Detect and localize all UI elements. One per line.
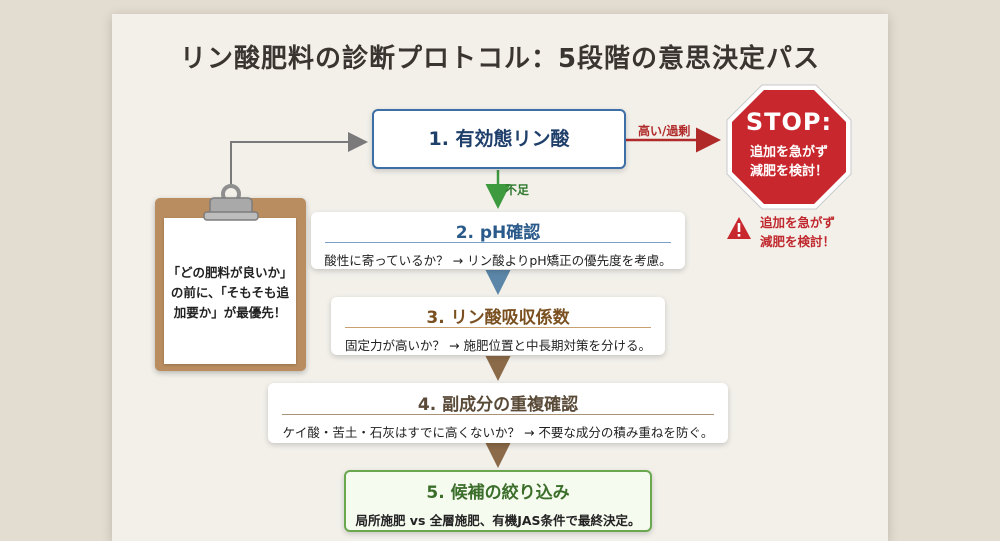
clipboard-paper (164, 218, 296, 364)
note-line-1: 「どの肥料が良いか」 (167, 265, 293, 280)
step-2-divider (325, 242, 671, 243)
note-line-2: の前に、「そもそも追 (170, 285, 290, 300)
step-4-description: ケイ酸・苦土・石灰はすでに高くないか？ → 不要な成分の積み重ねを防ぐ。 (282, 425, 714, 440)
stop-title: STOP: (745, 108, 833, 136)
page-title: リン酸肥料の診断プロトコル：5段階の意思決定パス (179, 44, 821, 74)
step-1-box: 1. 有効態リン酸 (372, 109, 626, 169)
branch-label-low: 不足 (505, 183, 530, 197)
step-5-description: 局所施肥 vs 全層施肥、有機JAS条件で最終決定。 (355, 513, 641, 528)
warning-line-1: 追加を急がず (760, 215, 836, 230)
step-5-title: 5. 候補の絞り込み (426, 483, 570, 503)
step-3-divider (345, 327, 651, 328)
step-3-box: 3. リン酸吸収係数 固定力が高いか？ → 施肥位置と中長期対策を分ける。 (331, 297, 665, 355)
step-3-description: 固定力が高いか？ → 施肥位置と中長期対策を分ける。 (345, 338, 651, 353)
step-1-title: 1. 有効態リン酸 (428, 128, 570, 150)
stop-sign-icon (726, 84, 852, 210)
step-2-title: 2. pH確認 (455, 223, 541, 243)
step-4-divider (282, 414, 714, 415)
branch-label-high: 高い/過剰 (638, 124, 691, 138)
warning-triangle-icon (727, 217, 751, 239)
step-4-box: 4. 副成分の重複確認 ケイ酸・苦土・石灰はすでに高くないか？ → 不要な成分の… (268, 383, 728, 443)
connector-note-to-step1 (230, 132, 368, 184)
step-4-title: 4. 副成分の重複確認 (417, 395, 579, 415)
step-5-box: 5. 候補の絞り込み 局所施肥 vs 全層施肥、有機JAS条件で最終決定。 (344, 470, 652, 532)
warning-line-2: 減肥を検討！ (760, 234, 836, 249)
step-3-title: 3. リン酸吸収係数 (426, 308, 570, 328)
note-line-3: 加要か」が最優先！ (173, 305, 287, 320)
stop-line-2: 減肥を検討！ (749, 164, 828, 179)
stop-line-1: 追加を急がず (749, 145, 828, 160)
step-2-description: 酸性に寄っているか？ → リン酸よりpH矯正の優先度を考慮。 (324, 253, 672, 268)
step-2-box: 2. pH確認 酸性に寄っているか？ → リン酸よりpH矯正の優先度を考慮。 (311, 212, 685, 269)
clipboard-clip-icon (203, 184, 259, 221)
